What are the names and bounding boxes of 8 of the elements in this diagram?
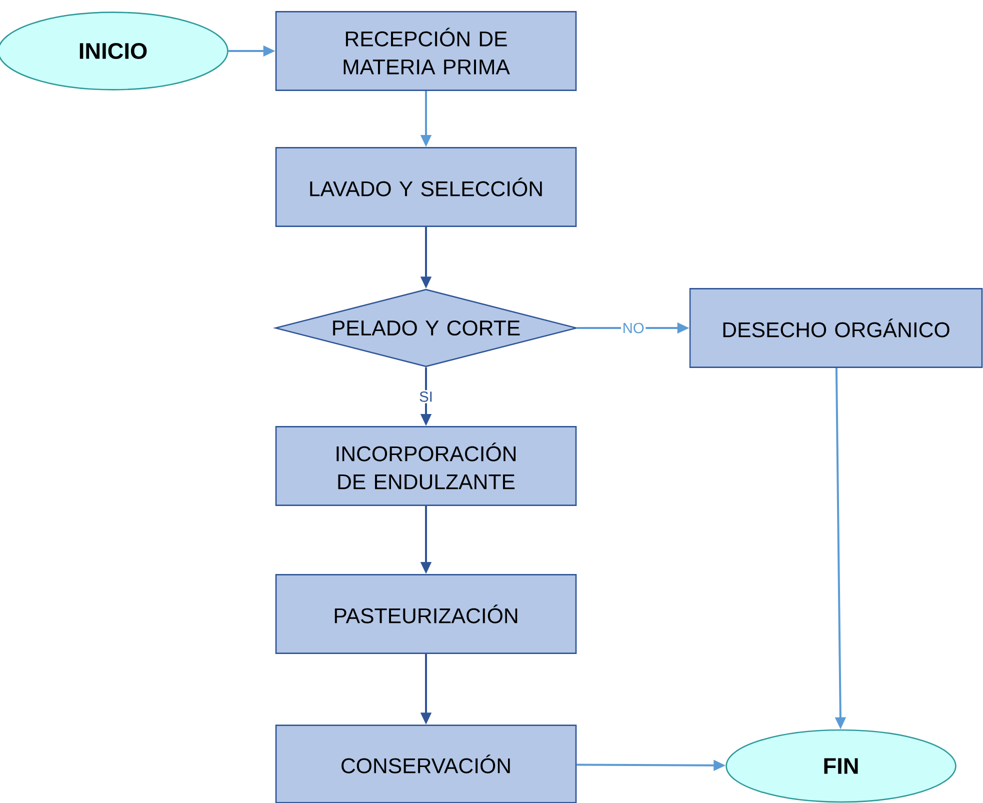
process-box: PASTEURIZACIÓN xyxy=(275,574,577,654)
process-box: DESECHO ORGÁNICO xyxy=(689,288,983,368)
edge-label: NO xyxy=(621,321,646,335)
edge-label: SI xyxy=(418,390,434,404)
process-box: LAVADO Y SELECCIÓN xyxy=(275,147,577,227)
process-box: RECEPCIÓN DE MATERIA PRIMA xyxy=(275,11,577,91)
process-box: CONSERVACIÓN xyxy=(275,724,577,803)
process-box: INCORPORACIÓN DE ENDULZANTE xyxy=(275,426,577,506)
